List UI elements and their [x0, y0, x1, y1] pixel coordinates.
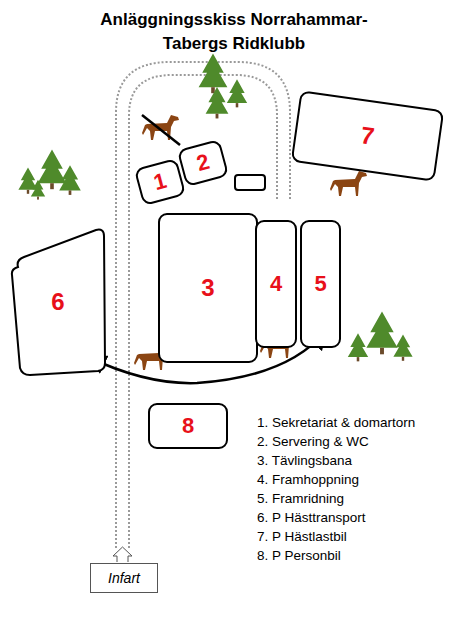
- truck-parking-area: 7: [291, 90, 445, 181]
- legend-text: 1. Sekretariat & domartorn: [257, 415, 415, 430]
- cafe-box: 2: [177, 139, 229, 187]
- entrance-arrow: [113, 547, 132, 562]
- legend-text: 8. P Personbil: [257, 548, 341, 563]
- small-building: [235, 175, 265, 190]
- map-title: Anläggningsskiss Norrahammar- Tabergs Ri…: [84, 8, 384, 56]
- warmup-arena-box: 5: [300, 220, 341, 348]
- callout-number: 7: [359, 123, 376, 149]
- trailer-parking-area: 6: [10, 227, 106, 377]
- legend-text: 4. Framhoppning: [257, 472, 359, 487]
- arena-box: 3: [158, 213, 258, 363]
- legend-text: 3. Tävlingsbana: [257, 453, 352, 468]
- legend-text: 5. Framridning: [257, 491, 344, 506]
- callout-number: 4: [270, 273, 282, 295]
- legend-text: 2. Servering & WC: [257, 434, 369, 449]
- car-parking-area: 8: [148, 403, 228, 449]
- callout-number: 8: [182, 415, 194, 437]
- legend-text: 6. P Hästtransport: [257, 510, 366, 525]
- entrance-label: Infart: [108, 570, 140, 586]
- callout-number: 3: [201, 276, 214, 300]
- callout-number: 5: [314, 273, 326, 295]
- secretariat-box: 1: [134, 158, 186, 206]
- entrance-box: Infart: [90, 563, 158, 593]
- callout-number: 6: [51, 290, 64, 314]
- jumping-arena-box: 4: [255, 220, 297, 348]
- legend-text: 7. P Hästlastbil: [257, 529, 347, 544]
- callout-number: 2: [194, 151, 212, 175]
- callout-number: 1: [151, 170, 169, 194]
